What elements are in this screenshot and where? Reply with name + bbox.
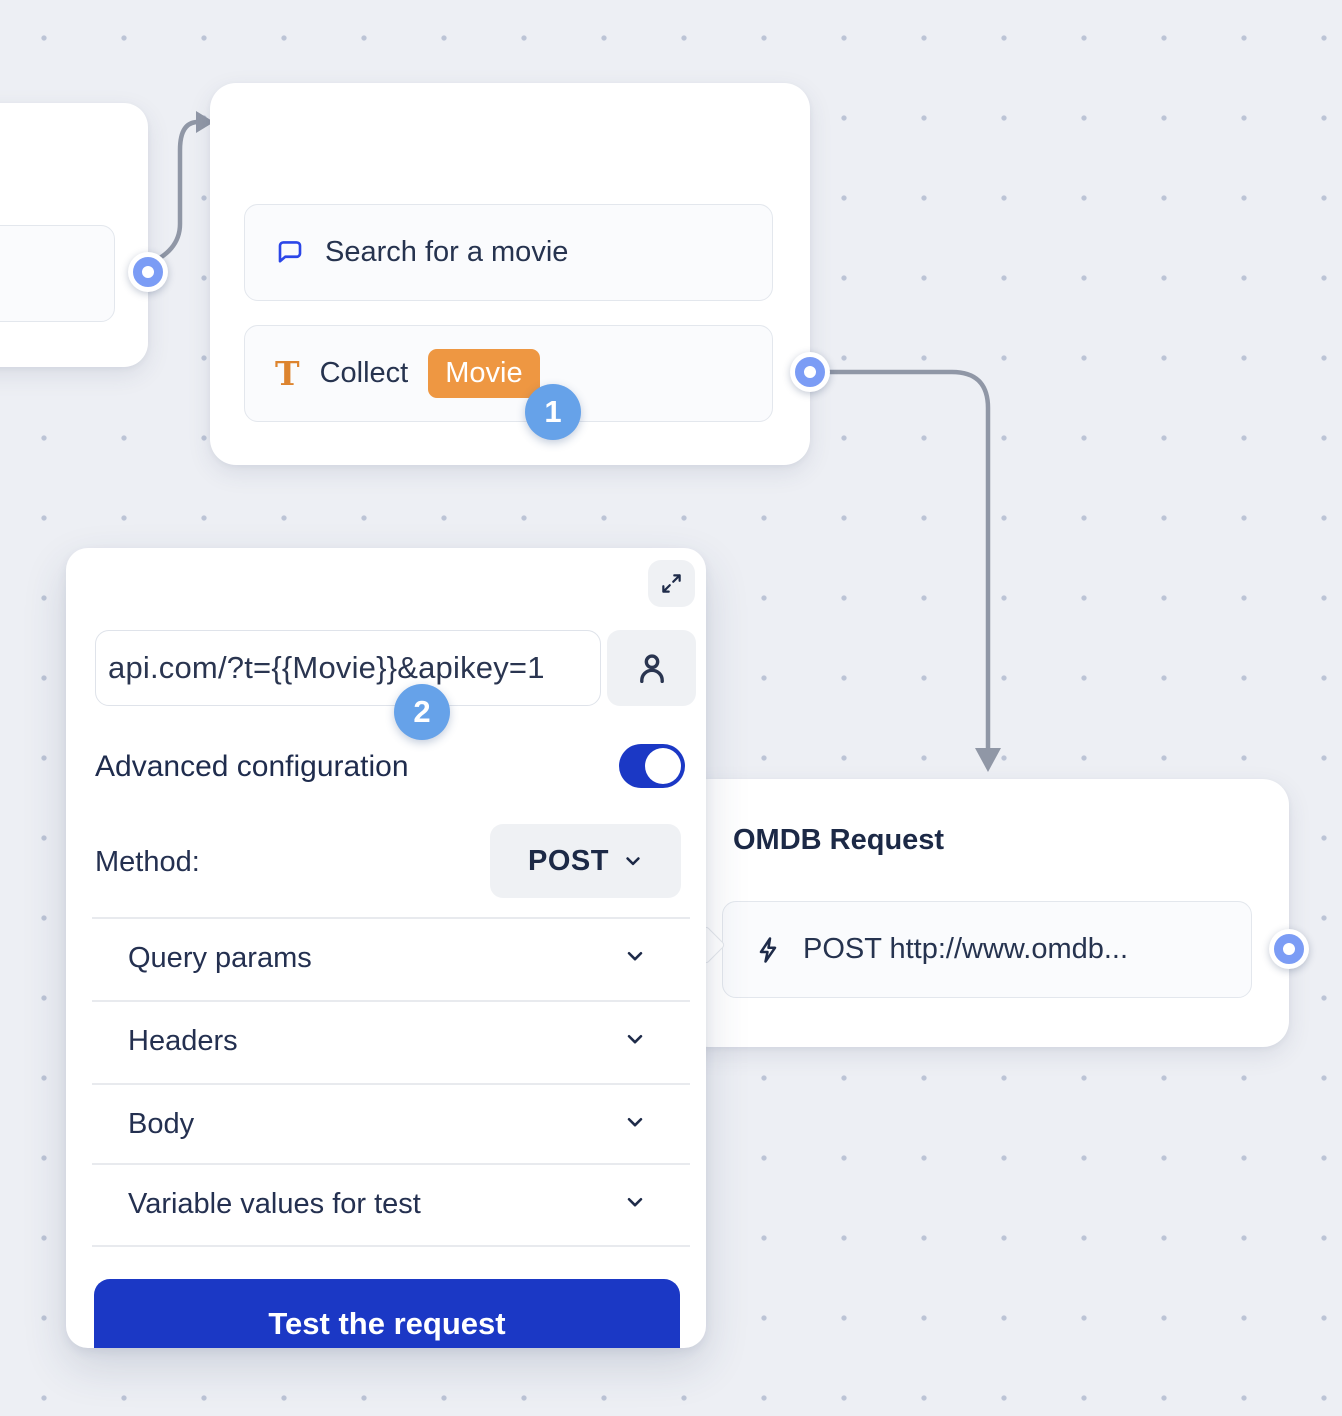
node-item-partial[interactable]	[0, 225, 115, 322]
section-headers[interactable]: Headers	[92, 1001, 690, 1081]
section-variable-values[interactable]: Variable values for test	[92, 1164, 690, 1244]
output-port-omdb-request[interactable]	[1269, 929, 1309, 969]
variable-chip-movie[interactable]: Movie	[428, 349, 540, 398]
node-title-omdb-request: OMDB Request	[733, 824, 945, 856]
node-item-send-message[interactable]: Search for a movie	[244, 204, 773, 301]
user-variable-button[interactable]	[607, 630, 696, 706]
section-label: Variable values for test	[128, 1187, 421, 1220]
node-item-label: Search for a movie	[325, 236, 569, 268]
chevron-down-icon	[624, 1111, 646, 1138]
test-request-button[interactable]: Test the request	[94, 1279, 680, 1348]
divider	[92, 1083, 690, 1085]
divider	[92, 1245, 690, 1247]
person-icon	[639, 654, 664, 684]
node-card-omdb-request[interactable]: OMDB Request POST http://www.omdb...	[683, 779, 1289, 1047]
url-input-value: api.com/?t={{Movie}}&apikey=1	[108, 650, 545, 685]
connector-movie-search-to-omdb	[809, 369, 991, 751]
chevron-down-icon	[624, 1191, 646, 1218]
node-item-webhook-request[interactable]: POST http://www.omdb...	[722, 901, 1252, 998]
output-port-movie-search[interactable]	[790, 352, 830, 392]
connector-left-to-movie-search	[149, 119, 201, 265]
section-label: Query params	[128, 941, 312, 974]
webhook-editor-panel: api.com/?t={{Movie}}&apikey=1 Advanced c…	[66, 548, 706, 1348]
expand-icon	[662, 574, 681, 593]
port-ring	[795, 357, 825, 387]
lightning-icon	[753, 935, 783, 965]
node-item-label: Collect	[319, 357, 409, 389]
section-label: Headers	[128, 1024, 238, 1057]
toggle-knob	[645, 748, 681, 784]
advanced-configuration-label: Advanced configuration	[95, 750, 409, 783]
text-input-icon: T	[275, 354, 300, 393]
section-label: Body	[128, 1107, 195, 1140]
output-port-left-node[interactable]	[128, 252, 168, 292]
divider	[92, 1163, 690, 1165]
port-ring	[1274, 934, 1304, 964]
expand-button[interactable]	[648, 560, 695, 607]
step-badge-2: 2	[394, 684, 450, 740]
method-select[interactable]: POST	[490, 824, 681, 898]
divider	[92, 1000, 690, 1002]
port-ring	[133, 257, 163, 287]
method-label: Method:	[95, 846, 200, 878]
chevron-down-icon	[624, 1028, 646, 1055]
node-item-label: POST http://www.omdb...	[803, 933, 1129, 965]
arrowhead-right-icon	[196, 111, 214, 133]
url-input[interactable]: api.com/?t={{Movie}}&apikey=1	[95, 630, 601, 706]
node-card-movie-search[interactable]: Movie search Search for a movie T Collec…	[210, 83, 810, 465]
advanced-configuration-toggle[interactable]	[619, 744, 685, 788]
section-body[interactable]: Body	[92, 1084, 690, 1164]
chevron-down-icon	[626, 857, 640, 866]
chevron-down-icon	[624, 945, 646, 972]
node-item-collect-variable[interactable]: T Collect Movie	[244, 325, 773, 422]
chat-bubble-icon	[275, 238, 305, 268]
arrowhead-down-icon	[975, 748, 1001, 772]
node-card-partial-left[interactable]	[0, 103, 148, 367]
section-query-params[interactable]: Query params	[92, 918, 690, 998]
divider	[92, 917, 690, 919]
step-badge-1: 1	[525, 384, 581, 440]
method-selected-value: POST	[528, 844, 609, 877]
